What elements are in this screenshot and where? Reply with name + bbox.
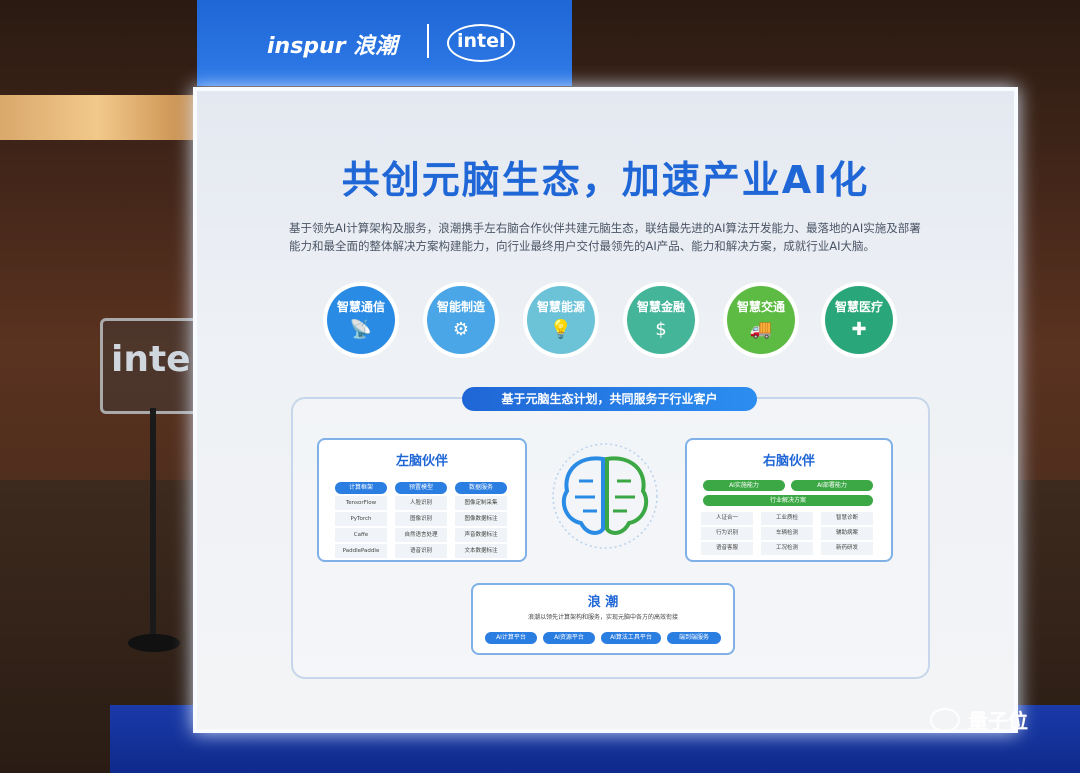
intel-sign-text: intel bbox=[111, 339, 203, 380]
solution-column-1: 人证合一 行为识别 语音客服 bbox=[701, 510, 753, 555]
bulb-icon: 💡 bbox=[549, 319, 573, 340]
list-item: 图像定制采集 bbox=[455, 496, 507, 510]
gears-icon: ⚙ bbox=[452, 319, 470, 340]
list-item: 工业质检 bbox=[761, 512, 813, 525]
list-item: 行为识别 bbox=[701, 527, 753, 540]
list-item: 语音识别 bbox=[395, 544, 447, 558]
list-item: 图像数据标注 bbox=[455, 512, 507, 526]
list-item: 新药研发 bbox=[821, 542, 873, 555]
category-label: 智能制造 bbox=[436, 300, 485, 314]
list-item: 语音客服 bbox=[701, 542, 753, 555]
sign-pole bbox=[150, 408, 156, 638]
sign-pole-base bbox=[128, 634, 180, 652]
top-banner: inspur 浪潮 intel bbox=[197, 0, 572, 86]
category-smart-manufacturing: 智能制造 ⚙ bbox=[427, 286, 495, 354]
list-item: 图像识别 bbox=[395, 512, 447, 526]
list-item: 辅助病案 bbox=[821, 527, 873, 540]
board-description: 基于领先AI计算架构及服务，浪潮携手左右脑合作伙伴共建元脑生态，联结最先进的AI… bbox=[289, 221, 921, 253]
watermark: 量子位 bbox=[930, 705, 1028, 734]
truck-icon: 🚚 bbox=[749, 319, 773, 340]
left-brain-partner-box: 左脑伙伴 计算框架 TensorFlow PyTorch Caffe Paddl… bbox=[317, 438, 527, 562]
brain-icon bbox=[552, 443, 658, 549]
column-header: 数据服务 bbox=[455, 482, 507, 494]
industry-solution-pill: 行业解决方案 bbox=[703, 495, 873, 506]
ceiling-light bbox=[0, 95, 195, 140]
inspur-logo: inspur 浪潮 bbox=[267, 34, 398, 59]
column-header: 计算框架 bbox=[335, 482, 387, 494]
column-header: 预置模型 bbox=[395, 482, 447, 494]
category-label: 智慧医疗 bbox=[834, 300, 883, 314]
category-label: 智慧交通 bbox=[736, 300, 785, 314]
list-item: 自然语言处理 bbox=[395, 528, 447, 542]
list-item: 车辆检测 bbox=[761, 527, 813, 540]
intel-logo: intel bbox=[447, 24, 515, 62]
wechat-icon bbox=[930, 707, 960, 732]
tag-ai-implementation: AI实施能力 bbox=[703, 480, 785, 491]
category-smart-transport: 智慧交通 🚚 bbox=[727, 286, 795, 354]
hospital-icon: ✚ bbox=[851, 319, 867, 340]
list-item: 声音数据标注 bbox=[455, 528, 507, 542]
inspur-description: 浪潮以领先计算架构和服务，实现元脑中各方的高效衔接 bbox=[527, 614, 678, 621]
coin-hand-icon: $ bbox=[655, 319, 667, 340]
inspur-box: 浪 潮 浪潮以领先计算架构和服务，实现元脑中各方的高效衔接 AI计算平台 AI资… bbox=[471, 583, 735, 655]
pill-ai-resource-platform: AI资源平台 bbox=[543, 632, 595, 644]
solution-column-2: 工业质检 车辆检测 工况检测 bbox=[761, 510, 813, 555]
list-item: 文本数据标注 bbox=[455, 544, 507, 558]
inspur-title: 浪 潮 bbox=[587, 595, 619, 610]
pill-ai-compute-platform: AI计算平台 bbox=[485, 632, 537, 644]
pill-end-to-end-service: 端到端服务 bbox=[667, 632, 721, 644]
list-item: 智慧诊断 bbox=[821, 512, 873, 525]
list-item: TensorFlow bbox=[335, 496, 387, 510]
right-partner-title: 右脑伙伴 bbox=[762, 454, 815, 469]
category-label: 智慧金融 bbox=[636, 300, 685, 314]
category-smart-energy: 智慧能源 💡 bbox=[527, 286, 595, 354]
category-smart-healthcare: 智慧医疗 ✚ bbox=[825, 286, 893, 354]
intel-sign: intel bbox=[100, 318, 203, 414]
solution-column-3: 智慧诊断 辅助病案 新药研发 bbox=[821, 510, 873, 555]
column-models: 预置模型 人脸识别 图像识别 自然语言处理 语音识别 bbox=[395, 482, 447, 558]
pill-ai-algorithm-tools: AI算法工具平台 bbox=[601, 632, 661, 644]
list-item: 人脸识别 bbox=[395, 496, 447, 510]
intel-logo-text: intel bbox=[457, 30, 506, 52]
watermark-text: 量子位 bbox=[968, 709, 1028, 733]
list-item: PaddlePaddle bbox=[335, 544, 387, 558]
list-item: Caffe bbox=[335, 528, 387, 542]
column-data-services: 数据服务 图像定制采集 图像数据标注 声音数据标注 文本数据标注 bbox=[455, 482, 507, 558]
exhibition-board: 共创元脑生态，加速产业AI化 基于领先AI计算架构及服务，浪潮携手左右脑合作伙伴… bbox=[193, 87, 1018, 733]
list-item: 工况检测 bbox=[761, 542, 813, 555]
category-smart-finance: 智慧金融 $ bbox=[627, 286, 695, 354]
banner-separator bbox=[427, 24, 429, 58]
ecosystem-plan-pill: 基于元脑生态计划，共同服务于行业客户 bbox=[462, 387, 757, 411]
category-label: 智慧通信 bbox=[336, 300, 385, 314]
category-smart-communication: 智慧通信 📡 bbox=[327, 286, 395, 354]
tag-ai-deployment: AI部署能力 bbox=[791, 480, 873, 491]
board-title: 共创元脑生态，加速产业AI化 bbox=[341, 158, 870, 202]
left-partner-title: 左脑伙伴 bbox=[395, 454, 448, 469]
antenna-icon: 📡 bbox=[349, 319, 373, 340]
category-label: 智慧能源 bbox=[536, 300, 585, 314]
list-item: 人证合一 bbox=[701, 512, 753, 525]
column-framework: 计算框架 TensorFlow PyTorch Caffe PaddlePadd… bbox=[335, 482, 387, 558]
right-brain-partner-box: 右脑伙伴 AI实施能力 AI部署能力 行业解决方案 人证合一 行为识别 语音客服… bbox=[685, 438, 893, 562]
list-item: PyTorch bbox=[335, 512, 387, 526]
